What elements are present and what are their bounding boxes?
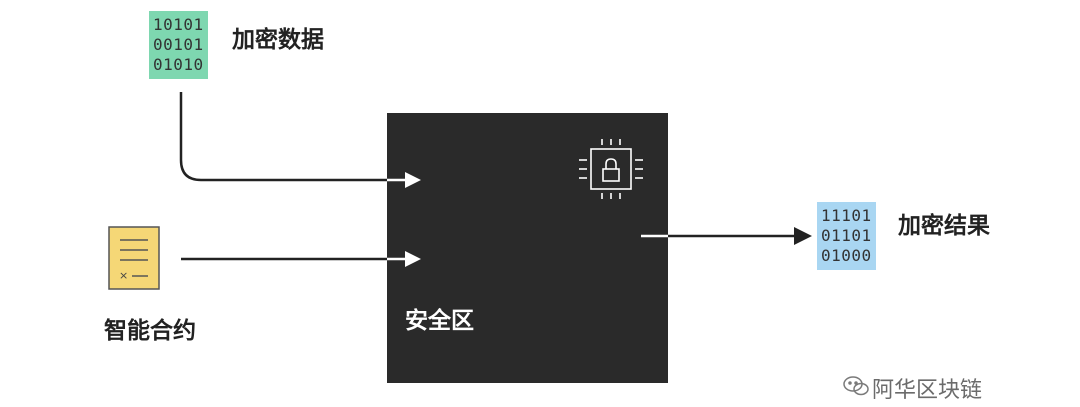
encrypted-result-bits: 11101 01101 01000 — [817, 202, 876, 270]
wechat-icon — [842, 374, 870, 398]
encrypted-data-bits: 10101 00101 01010 — [149, 11, 208, 79]
enclave-input-arrows — [387, 172, 421, 267]
bit-row: 01010 — [153, 55, 204, 74]
smart-contract-label: 智能合约 — [104, 318, 196, 344]
bit-row: 11101 — [821, 206, 872, 225]
bit-row: 01000 — [821, 246, 872, 265]
encrypted-data-label: 加密数据 — [232, 27, 324, 53]
bit-row: 10101 — [153, 15, 204, 34]
data-input-line — [179, 92, 387, 182]
output-arrowhead — [794, 227, 812, 245]
encrypted-result-label: 加密结果 — [898, 213, 990, 239]
bit-row: 01101 — [821, 226, 872, 245]
enclave-output-stub — [641, 234, 668, 238]
bit-row: 00101 — [153, 35, 204, 54]
watermark-text: 阿华区块链 — [872, 378, 983, 403]
secure-enclave-box: 安全区 — [387, 113, 668, 383]
enclave-label: 安全区 — [405, 308, 474, 334]
chip-lock-icon — [575, 133, 647, 205]
contract-document-icon: × — [108, 226, 160, 290]
svg-text:×: × — [119, 269, 128, 282]
